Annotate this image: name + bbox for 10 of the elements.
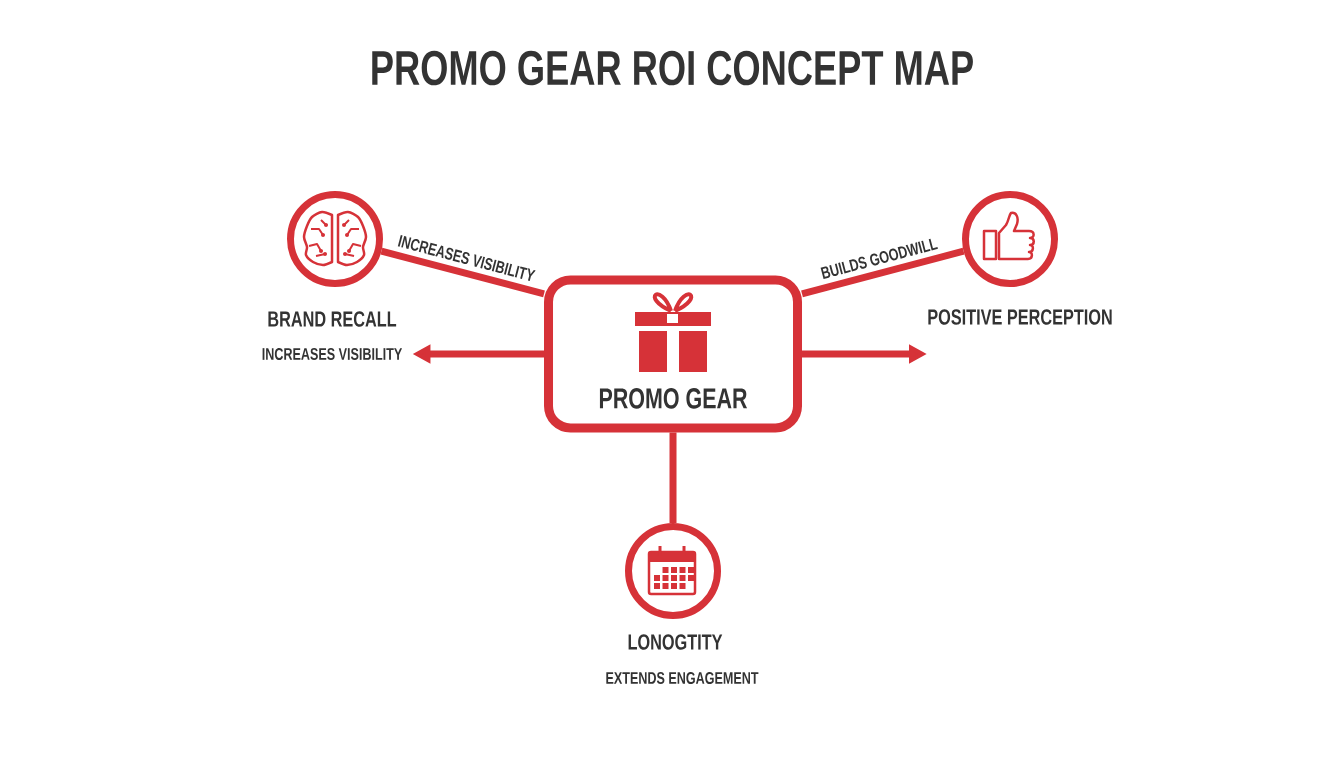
concept-label: BRAND RECALL xyxy=(268,311,397,327)
concept-label: LONOGTITY xyxy=(628,634,723,650)
connector-line xyxy=(801,247,965,298)
outcome-text: INCREASES VISIBILITY xyxy=(262,348,403,360)
edge-label: BUILDS GOODWILL xyxy=(817,235,941,282)
connector-line xyxy=(380,247,545,298)
title: PROMO GEAR ROI CONCEPT MAP xyxy=(372,50,973,86)
concept-label: POSITIVE PERCEPTION xyxy=(928,309,1112,325)
concept-box: PROMO GEAR xyxy=(544,275,802,433)
description-text: EXTENDS ENGAGEMENT xyxy=(606,671,759,684)
